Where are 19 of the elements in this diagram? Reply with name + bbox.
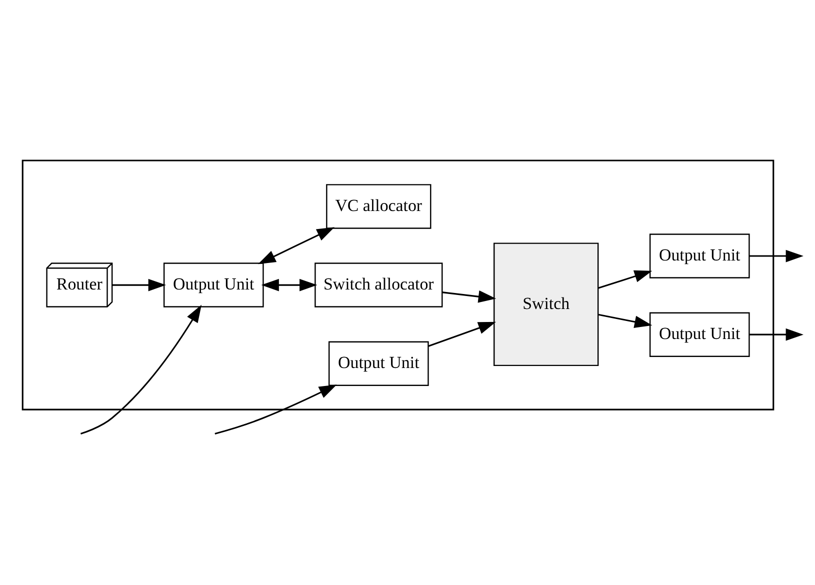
arrow xyxy=(214,384,337,434)
arrow xyxy=(80,304,202,434)
arrow xyxy=(261,278,318,292)
arrow xyxy=(428,322,496,347)
node-box: Output Unit xyxy=(649,312,750,357)
node-box: Switch allocator xyxy=(314,262,443,308)
arrow xyxy=(112,278,166,292)
node-box: Output Unit xyxy=(163,262,264,308)
node-box: Output Unit xyxy=(649,234,750,278)
arrow xyxy=(749,328,804,341)
arrow xyxy=(598,314,652,328)
arrow xyxy=(442,290,496,303)
arrow xyxy=(258,227,335,264)
arrow xyxy=(749,250,804,262)
arrow xyxy=(598,270,652,289)
cluster xyxy=(22,160,774,410)
node-box: Switch xyxy=(494,242,599,366)
node-box: VC allocator xyxy=(326,184,432,229)
node-box: Output Unit xyxy=(328,341,429,386)
